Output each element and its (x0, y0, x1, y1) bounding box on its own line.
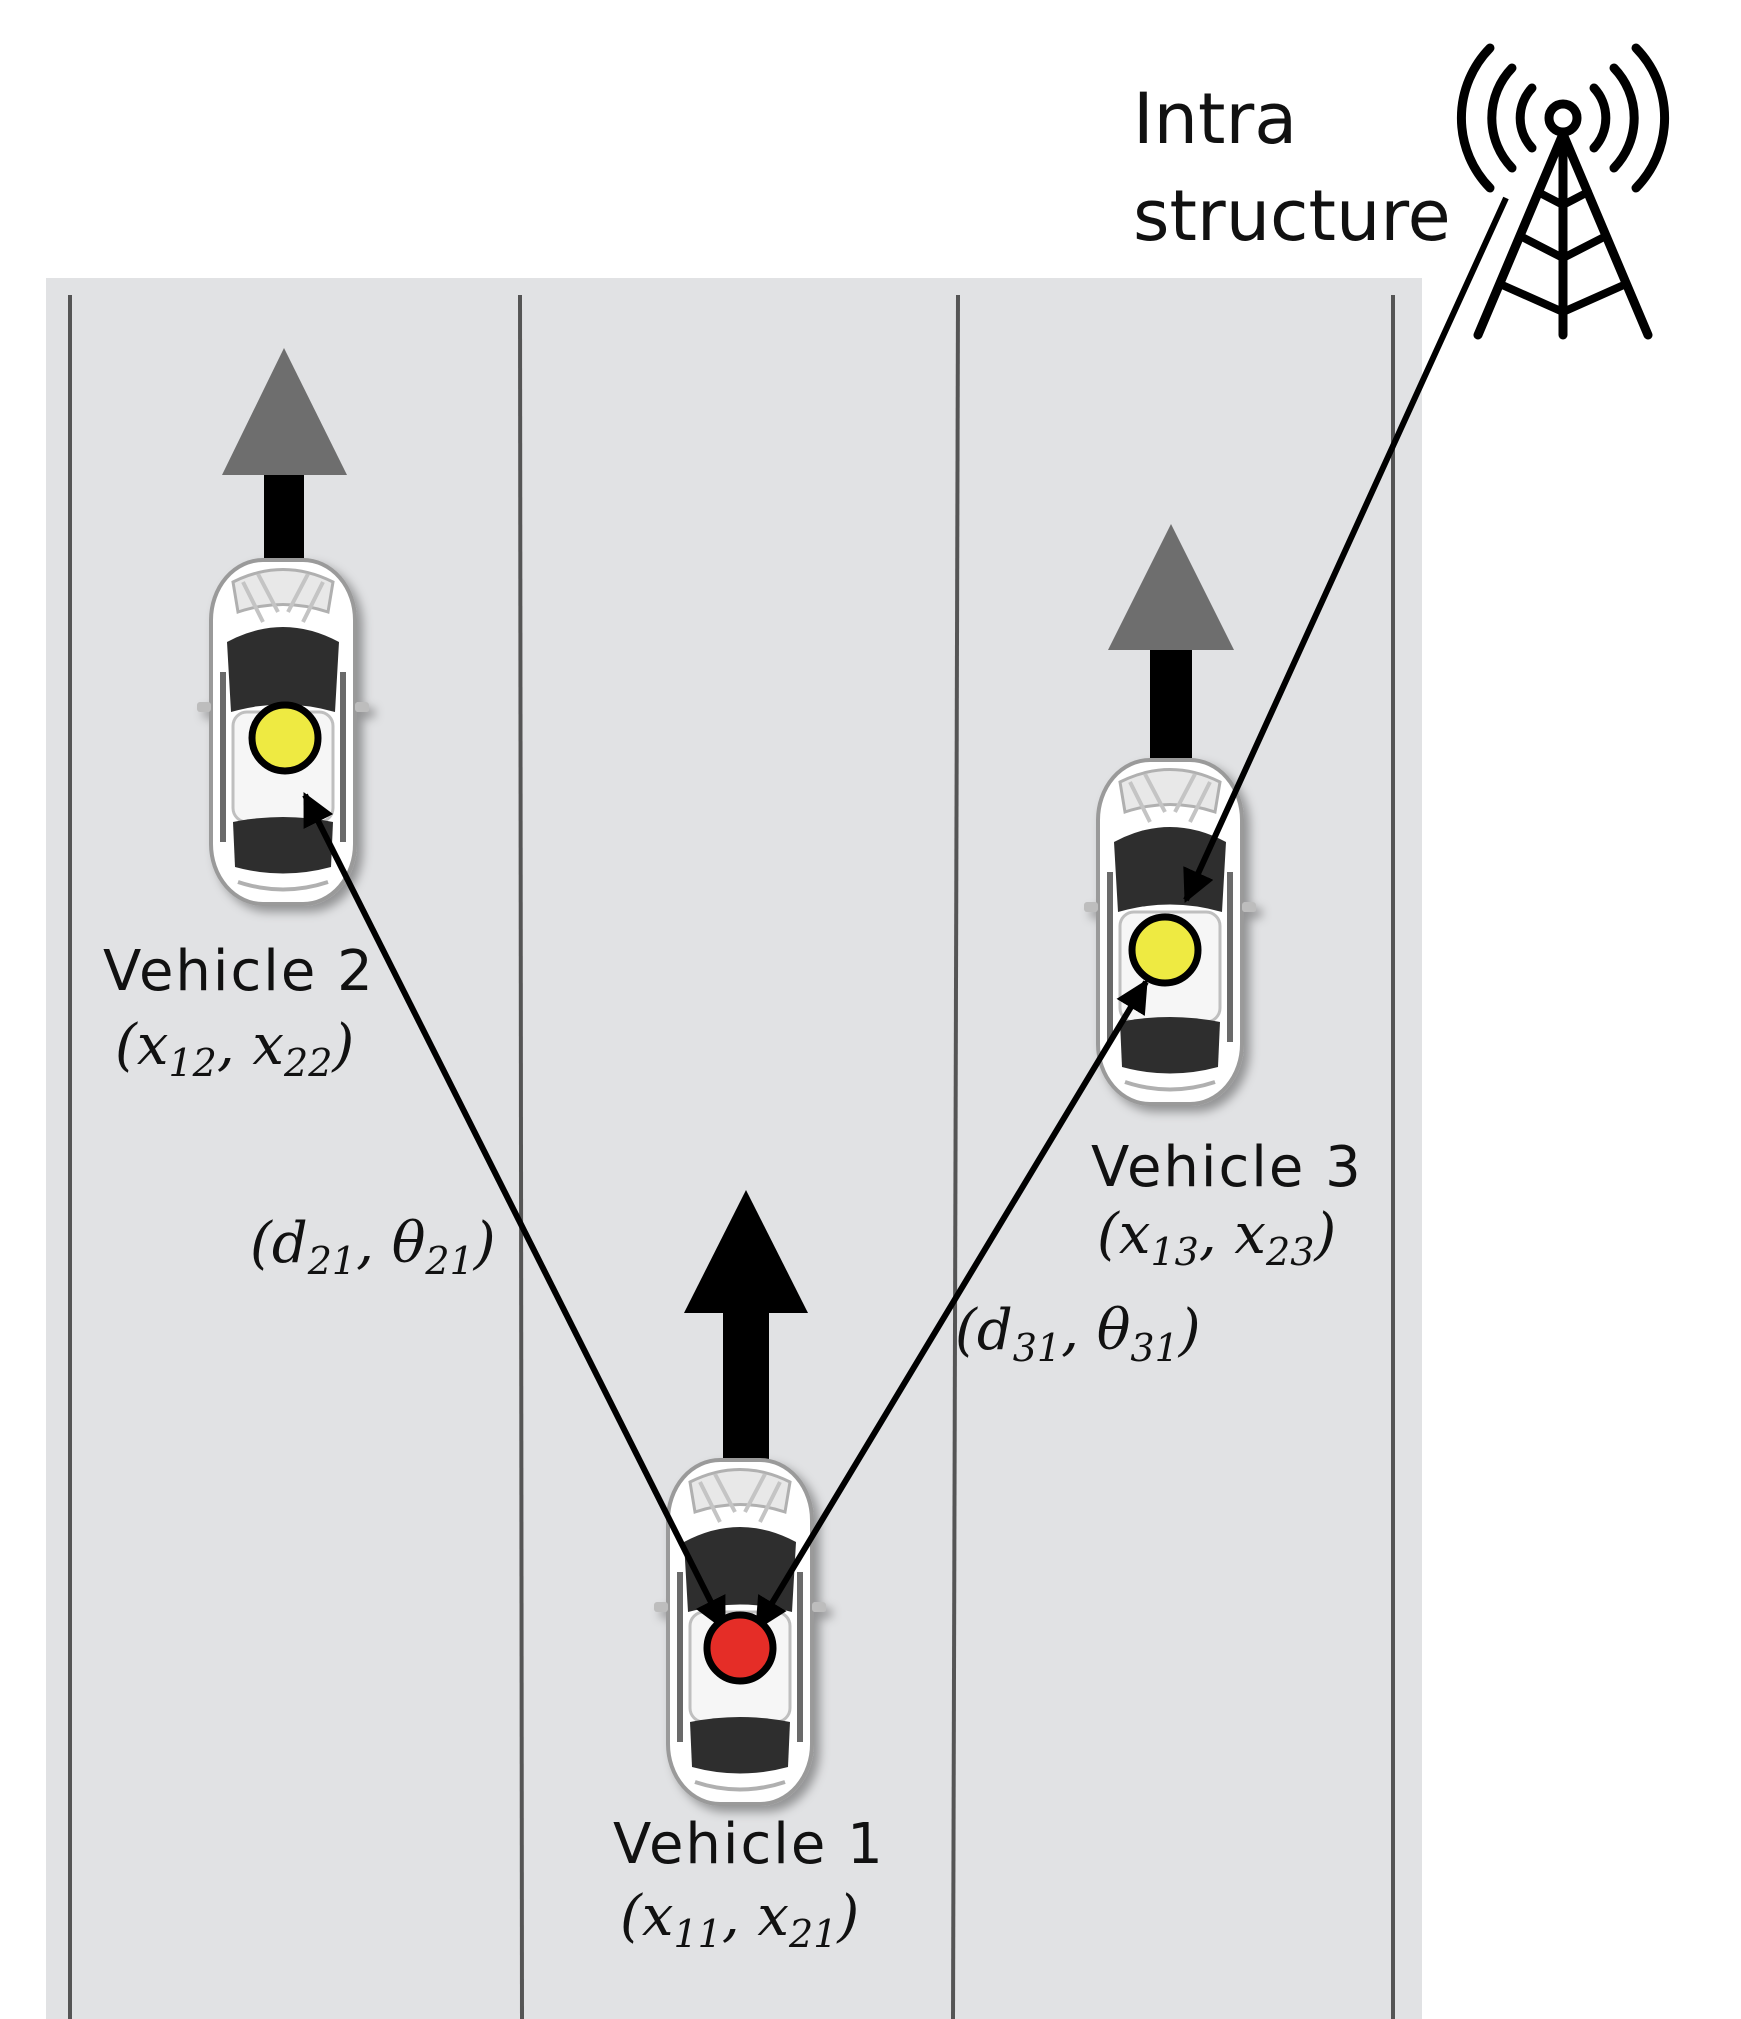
vehicle-3-position-dot (1128, 913, 1202, 987)
link-vehicle1-vehicle2 (302, 792, 727, 1631)
vehicle-3-direction-arrow (1108, 524, 1234, 758)
vehicle-2-position-dot (248, 701, 322, 775)
vehicle-1-name: Vehicle 1 (613, 1812, 885, 1877)
link-vehicle1-vehicle3 (754, 979, 1149, 1631)
vehicle-2-direction-arrow (222, 348, 347, 562)
link-1-3-label: (d31, θ31) (955, 1298, 1201, 1370)
radio-tower-icon (1456, 43, 1670, 340)
infrastructure-label-line2: structure (1133, 175, 1451, 257)
lane-line-1 (518, 294, 524, 2019)
vehicle-2-name: Vehicle 2 (103, 939, 375, 1004)
link-tower-vehicle3 (1183, 196, 1509, 904)
infrastructure-label-line1: Intra (1133, 78, 1297, 160)
vehicle-1-position-dot (703, 1611, 777, 1685)
vehicle-1-coordinates: (x11, x21) (620, 1884, 859, 1956)
vehicle-3-name: Vehicle 3 (1091, 1135, 1363, 1200)
